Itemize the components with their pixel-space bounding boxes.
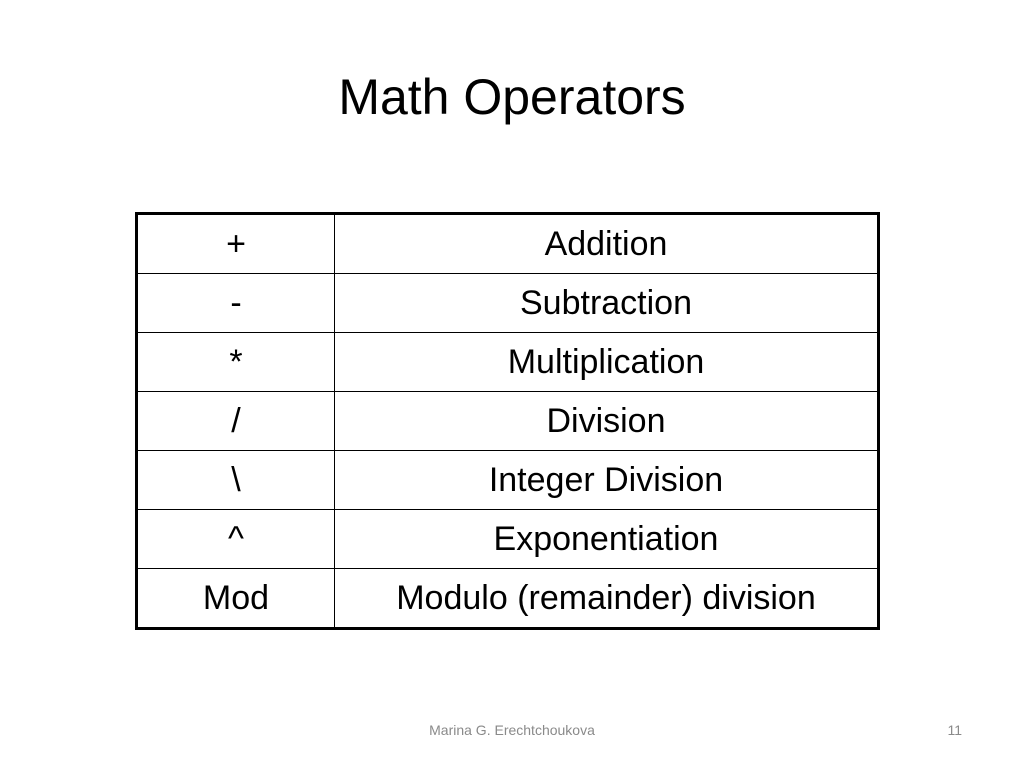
operator-symbol: Mod <box>136 568 335 629</box>
operator-description: Subtraction <box>334 273 879 333</box>
operators-table: + Addition - Subtraction * Multiplicatio… <box>135 212 880 630</box>
operator-description: Exponentiation <box>334 509 879 569</box>
operator-description: Modulo (remainder) division <box>334 568 879 629</box>
operator-symbol: / <box>136 391 335 451</box>
table-row: * Multiplication <box>136 332 879 392</box>
operator-symbol: * <box>136 332 335 392</box>
footer-author: Marina G. Erechtchoukova <box>429 722 595 738</box>
table-row: + Addition <box>136 213 879 274</box>
table-row: ^ Exponentiation <box>136 509 879 569</box>
operator-description: Integer Division <box>334 450 879 510</box>
operator-symbol: + <box>136 213 335 274</box>
table-row: / Division <box>136 391 879 451</box>
operator-symbol: \ <box>136 450 335 510</box>
table-row: - Subtraction <box>136 273 879 333</box>
page-number: 11 <box>947 722 962 738</box>
operator-symbol: - <box>136 273 335 333</box>
operator-symbol: ^ <box>136 509 335 569</box>
table-row: \ Integer Division <box>136 450 879 510</box>
slide-title: Math Operators <box>338 69 686 125</box>
operator-description: Division <box>334 391 879 451</box>
operator-description: Multiplication <box>334 332 879 392</box>
table-row: Mod Modulo (remainder) division <box>136 568 879 629</box>
operator-description: Addition <box>334 213 879 274</box>
